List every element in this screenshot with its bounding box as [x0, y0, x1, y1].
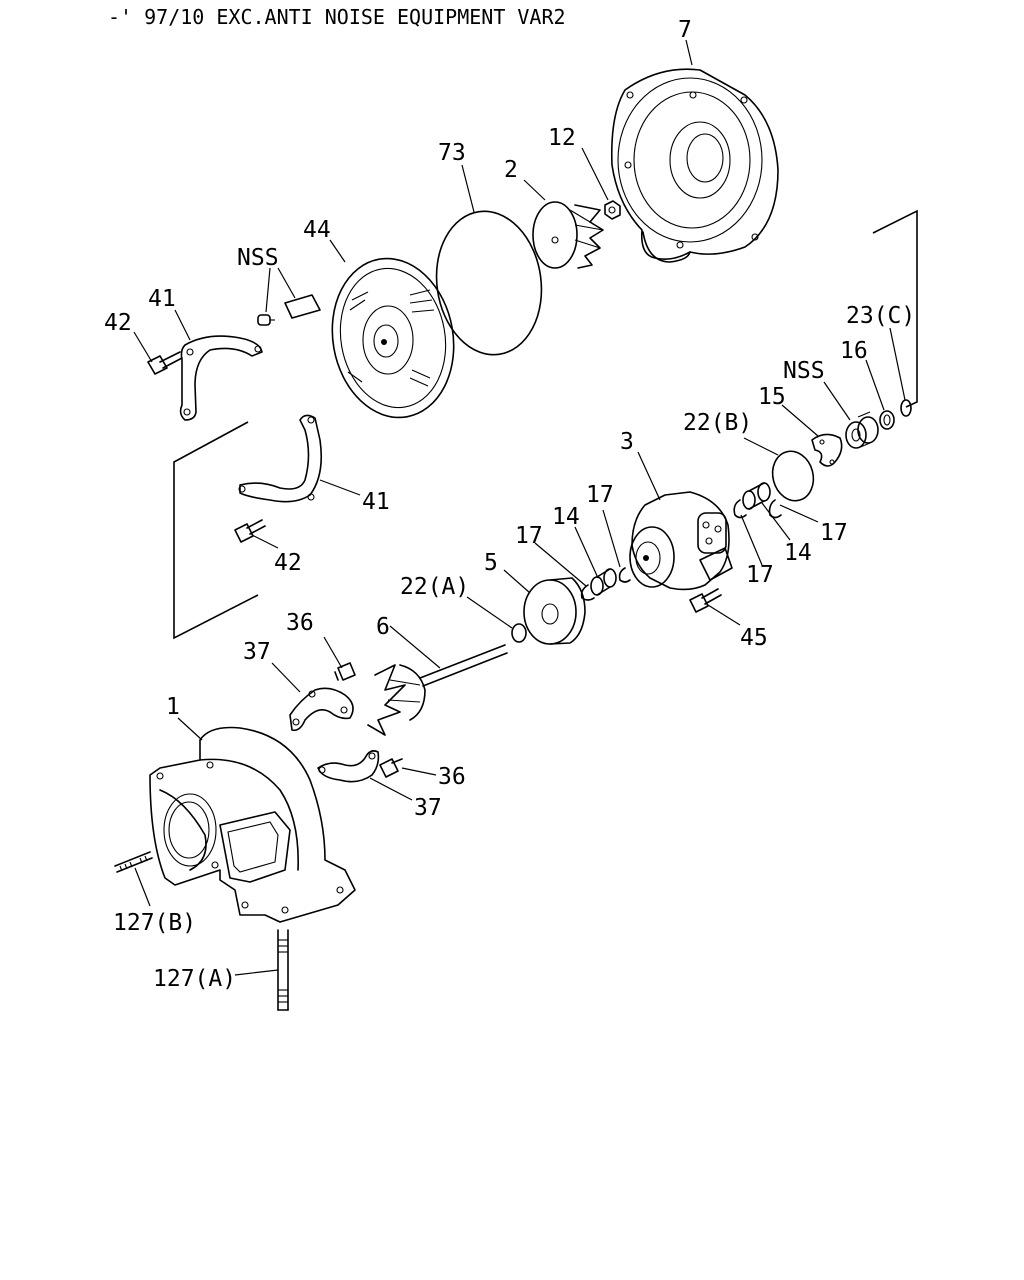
- bolt-42-top: [147, 351, 183, 375]
- bolt-45: [689, 588, 722, 613]
- callout-nss-top: NSS: [237, 245, 279, 271]
- callout-127a: 127(A): [153, 966, 236, 992]
- nss-bracket-top: [257, 294, 321, 326]
- callout-45: 45: [740, 625, 768, 651]
- snap-ring-17-left-b: [580, 584, 595, 601]
- callout-14-right: 14: [784, 540, 812, 566]
- callout-1: 1: [166, 694, 180, 720]
- callout-7: 7: [678, 17, 692, 43]
- turbine-housing: [149, 726, 356, 923]
- snap-ring-17-left-a: [618, 567, 631, 583]
- stud-127a: [277, 929, 289, 1011]
- subassembly-bracket-right: [872, 209, 918, 408]
- callout-17-right: 17: [820, 520, 848, 546]
- callout-14-left: 14: [552, 504, 580, 530]
- callout-6: 6: [376, 614, 390, 640]
- leader-lines: [133, 39, 906, 976]
- callout-17-top: 17: [586, 482, 614, 508]
- callout-17-lower: 17: [746, 562, 774, 588]
- seal-sleeve-5: [523, 577, 586, 645]
- snap-ring-17-right-b: [768, 499, 782, 519]
- callout-2: 2: [504, 157, 518, 183]
- callout-127b: 127(B): [113, 910, 196, 936]
- seal-ring-22a: [511, 623, 527, 643]
- bolt-36-top: [334, 662, 356, 681]
- callout-73: 73: [438, 140, 466, 166]
- callout-12: 12: [548, 125, 576, 151]
- callout-36-bottom: 36: [438, 764, 466, 790]
- callout-17-left: 17: [515, 523, 543, 549]
- bolt-36-bottom: [379, 758, 403, 778]
- callout-36-top: 36: [286, 610, 314, 636]
- callout-42-top: 42: [104, 310, 132, 336]
- callout-22b: 22(B): [683, 410, 752, 436]
- callout-3: 3: [620, 429, 634, 455]
- subassembly-bracket-left: [173, 421, 259, 640]
- callout-42-mid: 42: [274, 550, 302, 576]
- snap-ring-23c: [900, 399, 912, 417]
- bearing-housing: [629, 491, 733, 591]
- callout-44: 44: [303, 217, 331, 243]
- seal-ring-22b: [771, 450, 815, 502]
- callout-41-mid: 41: [362, 489, 390, 515]
- lock-plate-37-bottom: [317, 750, 380, 783]
- snap-ring-17-right-a: [733, 499, 747, 519]
- clamp-plate-top: [179, 335, 263, 421]
- diagram-header: -' 97/10 EXC.ANTI NOISE EQUIPMENT VAR2: [108, 5, 566, 29]
- callout-41-top: 41: [148, 286, 176, 312]
- callout-37-top: 37: [243, 639, 271, 665]
- callout-labels: 7 12 2 73 44 NSS 41 42 23(C) 16 NSS 15 2…: [104, 17, 915, 992]
- thrust-collar: [811, 433, 843, 467]
- compressor-housing: [610, 68, 779, 263]
- journal-bearing-14-right: [742, 482, 771, 510]
- seal-plate: [331, 257, 455, 419]
- journal-bearing-14-left: [590, 568, 617, 596]
- callout-37-bottom: 37: [414, 795, 442, 821]
- callout-15: 15: [758, 384, 786, 410]
- callout-16: 16: [840, 338, 868, 364]
- nss-thrust-sleeve: [845, 411, 879, 449]
- stud-127b: [114, 851, 153, 873]
- compressor-wheel: [532, 201, 604, 269]
- callout-5: 5: [484, 550, 498, 576]
- clamp-plate-mid: [238, 414, 323, 503]
- turbine-wheel-shaft: [367, 644, 508, 736]
- callout-22a: 22(A): [400, 574, 469, 600]
- callout-23c: 23(C): [846, 303, 915, 329]
- callout-nss-right: NSS: [783, 358, 825, 384]
- seal-ring-16: [879, 410, 895, 430]
- lock-plate-37-top: [289, 687, 354, 732]
- compressor-wheel-nut: [604, 200, 621, 220]
